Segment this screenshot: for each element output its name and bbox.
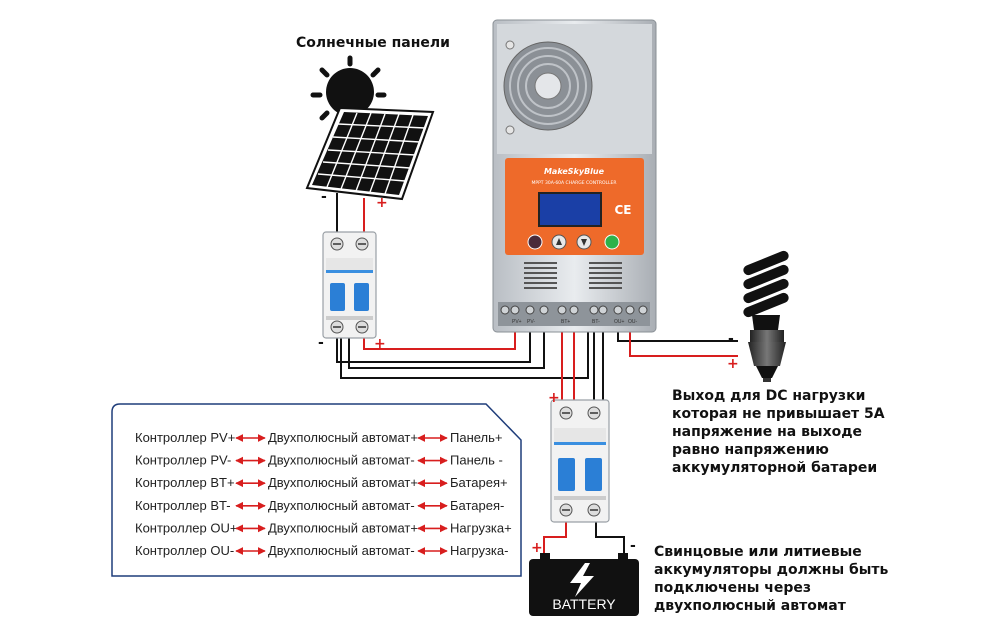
wire-battery-positive [543,522,567,553]
load-minus-sign: - [728,331,734,347]
ok-button[interactable] [604,234,620,250]
legend-device-terminal: Панель - [450,453,503,468]
legend-controller-terminal: Контроллер BT+ [135,475,235,490]
menu-button[interactable] [527,234,543,250]
wire-long-negative-1 [348,325,545,369]
battery-note-line-3: подключены через [654,580,811,596]
dc-load-note-line-4: равно напряжению [672,442,829,458]
legend-device-terminal: Нагрузка+ [450,520,512,535]
wires [336,193,738,553]
pv-breaker-plus-sign: + [374,336,386,352]
legend-breaker-terminal: Двухполюсный автомат- [268,498,415,513]
panel-plus-sign: + [376,195,388,211]
wire-battery-negative [595,522,625,553]
model-label: MPPT 30A-60A CHARGE CONTROLLER [532,180,617,186]
legend-breaker-terminal: Двухполюсный автомат+ [268,475,418,490]
battery [529,553,639,616]
battery-breaker [550,399,610,523]
battery-note-line-4: двухполюсный автомат [654,598,847,614]
brand-label: MakeSkyBlue [544,167,605,176]
load-plus-sign: + [727,356,739,372]
wire-load-positive [629,325,738,357]
terminal-label-ou-plus: OU+ [614,319,625,325]
sun-icon [310,55,387,121]
lightning-icon [570,563,594,597]
dc-load-note-line-2: которая не привышает 5А [672,406,885,422]
battery-note-line-2: аккумуляторы должны быть [654,562,889,578]
legend-device-terminal: Нагрузка- [450,543,508,558]
dc-load-note-line-3: напряжение на выходе [672,424,862,440]
vent-slots [524,262,622,289]
terminal-label-pv-minus: PV- [527,319,535,325]
legend-row: Контроллер OU- Двухполюсный автомат- Нагру… [135,543,508,558]
light-bulb-icon [743,250,789,382]
battery-note-line-1: Свинцовые или литиевые [654,544,862,560]
battery-minus-sign: - [630,538,636,554]
dc-load-note: Выход для DC нагрузки которая не привыша… [672,388,885,476]
legend-row: Контроллер PV+ Двухполюсный автомат+ Панел… [135,430,503,445]
legend-device-terminal: Панель+ [450,430,503,445]
battery-note: Свинцовые или литиевые аккумуляторы долж… [654,544,889,614]
pv-breaker [322,231,377,339]
terminal-label-ou-minus: OU- [628,319,638,325]
legend-controller-terminal: Контроллер OU- [135,543,234,558]
terminal-label-bt-plus: BT+ [561,319,570,325]
terminal-label-bt-minus: BT- [592,319,600,325]
charge-controller: MakeSkyBlue MPPT 30A-60A CHARGE CONTROLL… [492,19,657,333]
legend-breaker-terminal: Двухполюсный автомат- [268,543,415,558]
pv-breaker-minus-sign: - [318,335,324,351]
connection-legend: Контроллер PV+ Двухполюсный автомат+ Панел… [135,430,512,558]
terminal-screws [500,305,648,315]
legend-breaker-terminal: Двухполюсный автомат- [268,453,415,468]
legend-device-terminal: Батарея+ [450,475,508,490]
battery-label: BATTERY [552,596,616,612]
wire-pv-negative [336,325,531,363]
legend-row: Контроллер BT- Двухполюсный автомат- Батар… [135,498,504,513]
legend-controller-terminal: Контроллер PV+ [135,430,235,445]
panel-minus-sign: - [321,189,327,205]
terminal-label-pv-plus: PV+ [512,319,522,325]
legend-row: Контроллер PV- Двухполюсный автомат- Панел… [135,453,503,468]
legend-controller-terminal: Контроллер BT- [135,498,231,513]
legend-controller-terminal: Контроллер OU+ [135,520,237,535]
legend-row: Контроллер OU+ Двухполюсный автомат+ Нагру… [135,520,512,535]
solar-panels-label: Солнечные панели [296,35,450,51]
fan-icon [503,41,593,131]
lcd-display [538,192,602,227]
legend-box [111,403,522,577]
wire-long-negative-2 [340,325,589,379]
legend-row: Контроллер BT+ Двухполюсный автомат+ Батар… [135,475,508,490]
battery-plus-sign: + [531,540,543,556]
wire-pv-positive [363,325,516,350]
legend-controller-terminal: Контроллер PV- [135,453,231,468]
dc-load-note-line-5: аккумуляторной батареи [672,460,877,476]
ce-mark: CE [614,203,631,217]
legend-breaker-terminal: Двухполюсный автомат+ [268,520,418,535]
dc-load-note-line-1: Выход для DC нагрузки [672,388,865,404]
battery-breaker-plus-sign: + [548,390,560,406]
legend-breaker-terminal: Двухполюсный автомат+ [268,430,418,445]
legend-device-terminal: Батарея- [450,498,504,513]
solar-panel [305,55,435,201]
